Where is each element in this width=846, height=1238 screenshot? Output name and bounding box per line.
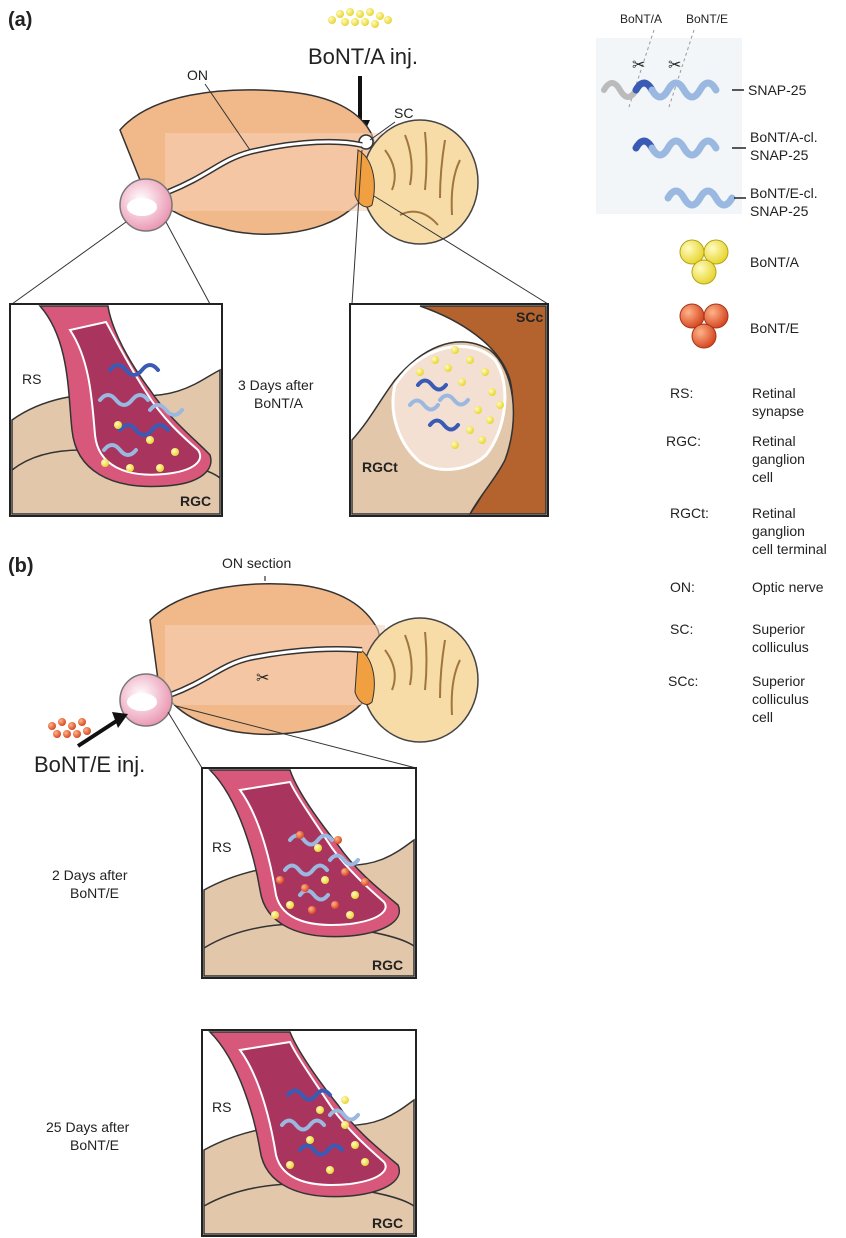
legend-bonte: BoNT/E xyxy=(750,320,799,336)
panel-a-time-line2: BoNT/A xyxy=(254,395,304,411)
abbr-rgct: RGCt: xyxy=(670,505,709,521)
inset-a-rgct: SCc RGCt xyxy=(350,304,548,516)
eye-b xyxy=(120,674,172,726)
inset-b2: RS RGC xyxy=(202,1030,416,1236)
abbr-rgc-def-1: Retinal xyxy=(752,433,796,449)
panel-a-letter: (a) xyxy=(8,9,32,31)
legend-bonte-cl-1: BoNT/E-cl. xyxy=(750,185,818,201)
panel-b-time1-line1: 2 Days after xyxy=(52,867,128,883)
abbr-rgc-def-3: cell xyxy=(752,469,773,485)
bonta-toxin-icon xyxy=(680,240,728,284)
abbr-rs-def-2: synapse xyxy=(752,403,804,419)
abbr-scc: SCc: xyxy=(668,673,698,689)
abbr-rgct-def-1: Retinal xyxy=(752,505,796,521)
inset-a-rgc: RS RGC xyxy=(10,304,222,516)
inset-a-rgc-label: RGC xyxy=(180,493,211,509)
abbreviations: RS: Retinal synapse RGC: Retinal ganglio… xyxy=(666,385,827,725)
brain-illustration-b xyxy=(150,584,478,742)
inset-b1-rs-label: RS xyxy=(212,839,231,855)
bonta-injection-label: BoNT/A inj. xyxy=(308,44,418,69)
abbr-rs: RS: xyxy=(670,385,693,401)
legend-cleave-e-label: BoNT/E xyxy=(686,12,728,26)
inset-b2-rs-label: RS xyxy=(212,1099,231,1115)
inset-b1-rgc-label: RGC xyxy=(372,957,403,973)
legend-bonta-cl-1: BoNT/A-cl. xyxy=(750,129,818,145)
panel-b-letter: (b) xyxy=(8,555,34,577)
abbr-sc-def-2: colliculus xyxy=(752,639,809,655)
abbr-rgct-def-2: ganglion xyxy=(752,523,805,539)
inset-b1: RS RGC xyxy=(202,768,416,978)
inset-a-scc-label: SCc xyxy=(516,309,543,325)
inset-a-rs-label: RS xyxy=(22,371,41,387)
bonte-toxin-icon xyxy=(680,304,728,348)
inset-a-rgct-label: RGCt xyxy=(362,459,398,475)
abbr-scc-def-1: Superior xyxy=(752,673,805,689)
scissors-icon-a: ✂ xyxy=(632,57,645,74)
abbr-on-def-1: Optic nerve xyxy=(752,579,824,595)
abbr-scc-def-2: colliculus xyxy=(752,691,809,707)
legend-cleave-a-label: BoNT/A xyxy=(620,12,662,26)
panel-b-time2-line1: 25 Days after xyxy=(46,1119,130,1135)
abbr-sc: SC: xyxy=(670,621,693,637)
abbr-scc-def-3: cell xyxy=(752,709,773,725)
legend-bonta-cl-2: SNAP-25 xyxy=(750,147,809,163)
abbr-rgc-def-2: ganglion xyxy=(752,451,805,467)
panel-b-time2-line2: BoNT/E xyxy=(70,1137,119,1153)
abbr-rgct-def-3: cell terminal xyxy=(752,541,827,557)
legend-snap25: SNAP-25 xyxy=(748,82,807,98)
on-section-label: ON section xyxy=(222,555,291,571)
cerebellum xyxy=(362,120,478,244)
bonta-injection-cluster xyxy=(328,8,392,28)
abbr-on: ON: xyxy=(670,579,695,595)
eye-a xyxy=(120,179,172,231)
label-sc: SC xyxy=(394,105,413,121)
abbr-rgc: RGC: xyxy=(666,433,701,449)
legend-bonta: BoNT/A xyxy=(750,254,800,270)
inset-b2-rgc-label: RGC xyxy=(372,1215,403,1231)
brain-illustration-a xyxy=(120,90,478,244)
bonte-injection-cluster xyxy=(48,718,91,738)
scissors-icon-e: ✂ xyxy=(668,57,681,74)
panel-b-time1-line2: BoNT/E xyxy=(70,885,119,901)
legend: BoNT/A BoNT/E ✂ ✂ SNAP-25 BoNT/A-cl. SNA… xyxy=(596,12,818,348)
abbr-rs-def-1: Retinal xyxy=(752,385,796,401)
abbr-sc-def-1: Superior xyxy=(752,621,805,637)
bonte-injection-label: BoNT/E inj. xyxy=(34,752,145,777)
legend-bonte-cl-2: SNAP-25 xyxy=(750,203,809,219)
scissors-icon: ✂ xyxy=(256,670,269,687)
panel-a-time-line1: 3 Days after xyxy=(238,377,314,393)
label-on: ON xyxy=(187,67,208,83)
